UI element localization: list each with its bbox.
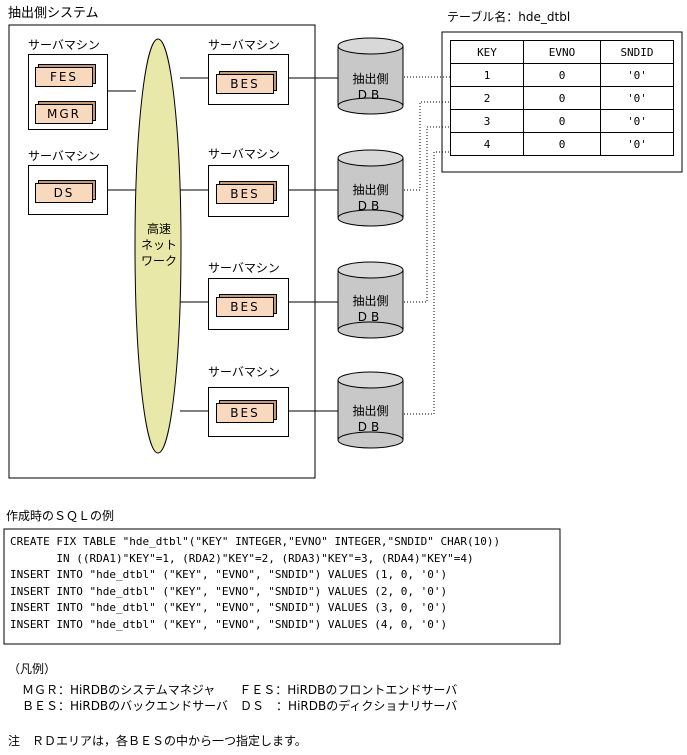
data-table: KEY EVNO SNDID 1 0 '0' 2 0 '0' 3 0 '0' 4… [450,40,674,156]
table-cell: 0 [523,132,601,156]
db-label-1-line-1: 抽出側 [352,72,389,86]
note-text: 注 ＲＤエリアは，各ＢＥＳの中から一つ指定します。 [8,734,307,748]
dotted-connectors [404,76,450,415]
table-header-evno: EVNO [523,40,601,64]
table-row: 3 0 '0' [450,109,674,133]
table-header-row: KEY EVNO SNDID [450,40,674,64]
data-table-wrapper: KEY EVNO SNDID 1 0 '0' 2 0 '0' 3 0 '0' 4… [450,40,674,156]
table-cell: 2 [450,86,524,110]
sql-line: INSERT INTO "hde_dtbl" ("KEY", "EVNO", "… [10,617,448,631]
table-row: 4 0 '0' [450,132,674,156]
sql-line: IN ((RDA1)"KEY"=1, (RDA2)"KEY"=2, (RDA3)… [10,551,474,565]
network-label-line-2: ネット [140,238,177,252]
table-cell: 1 [450,63,524,87]
mgr-module: MGR [35,104,93,124]
sql-line: INSERT INTO "hde_dtbl" ("KEY", "EVNO", "… [10,568,448,581]
legend-title: （凡例） [8,662,57,676]
system-frame [8,24,316,479]
db-label-3-line-2: DB [357,310,384,324]
network-label-line-3: ワーク [140,254,177,268]
sql-line: INSERT INTO "hde_dtbl" ("KEY", "EVNO", "… [10,584,448,598]
db-label-4: 抽出側 DB [338,403,403,435]
db-label-4-line-2: DB [357,420,384,434]
bes-module-2: BES [216,184,274,204]
table-frame [441,31,683,173]
table-cell: 4 [450,132,524,156]
db-label-3: 抽出側 DB [338,293,403,325]
table-caption: テーブル名：hde_dtbl [447,10,571,24]
server-label-bes-2: サーバマシン [208,147,280,161]
bes-module-4: BES [216,403,274,423]
db-label-1: 抽出側 DB [338,71,403,103]
server-label-fes-mgr: サーバマシン [28,38,100,52]
table-cell: 3 [450,109,524,133]
table-row: 1 0 '0' [450,63,674,87]
db-label-1-line-2: DB [357,88,384,102]
legend-line-2: ＢＥＳ：HiRDBのバックエンドサーバ ＤＳ ：HiRDBのディクショナリサーバ [22,699,458,713]
sql-heading: 作成時のＳＱＬの例 [6,509,115,523]
legend-line-1: ＭＧＲ：HiRDBのシステムマネジャ ＦＥＳ：HiRDBのフロントエンドサーバ [22,683,458,697]
bes-module-1: BES [216,74,274,94]
db-label-4-line-1: 抽出側 [352,404,389,418]
db-cylinder-4 [337,371,404,449]
table-cell: '0' [600,63,674,87]
sql-line: CREATE FIX TABLE "hde_dtbl"("KEY" INTEGE… [10,535,501,548]
fes-module: FES [35,67,93,87]
server-label-ds: サーバマシン [28,149,100,163]
network-label: 高速 ネット ワーク [136,221,182,269]
db-label-2: 抽出側 DB [338,182,403,214]
table-cell: '0' [600,86,674,110]
table-header-sndid: SNDID [600,40,674,64]
db-label-3-line-1: 抽出側 [352,294,389,308]
table-row: 2 0 '0' [450,86,674,110]
server-label-bes-1: サーバマシン [208,38,280,52]
system-title: 抽出側システム [8,6,99,21]
bes-module-3: BES [216,297,274,317]
db-label-2-line-1: 抽出側 [352,183,389,197]
sql-box [3,528,561,645]
server-label-bes-3: サーバマシン [208,261,280,275]
table-header-key: KEY [450,40,524,64]
sql-line: INSERT INTO "hde_dtbl" ("KEY", "EVNO", "… [10,601,448,614]
db-cylinder-1 [337,37,404,115]
db-cylinder-2 [337,149,404,227]
db-label-2-line-2: DB [357,199,384,213]
table-cell: 0 [523,63,601,87]
table-cell: '0' [600,132,674,156]
table-cell: 0 [523,109,601,133]
db-cylinder-3 [337,261,404,339]
table-cell: 0 [523,86,601,110]
network-label-line-1: 高速 [146,222,171,236]
server-label-bes-4: サーバマシン [208,365,280,379]
network-ellipse [134,38,182,454]
table-cell: '0' [600,109,674,133]
sql-code-block: CREATE FIX TABLE "hde_dtbl"("KEY" INTEGE… [10,534,500,633]
ds-module: DS [35,183,93,203]
